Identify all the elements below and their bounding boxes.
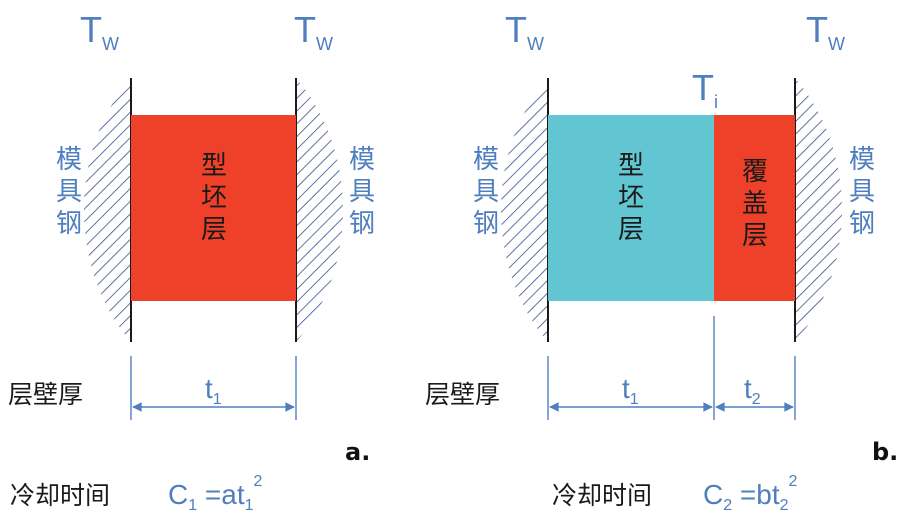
mold-label-right-a-1: 模 — [349, 144, 375, 174]
preform-label-a-2: 坯 — [201, 183, 227, 213]
cooling-time-label-b: 冷却时间 — [552, 481, 652, 510]
tw-right-b: TW — [806, 9, 845, 54]
tw-right-a: TW — [294, 9, 333, 54]
mold-label-right-b-1: 模 — [849, 144, 875, 174]
dim-t1-b: t1 — [622, 373, 639, 408]
mold-label-right-b-2: 具 — [849, 176, 875, 206]
formula-b: C2 =bt22 — [703, 473, 798, 514]
panel-letter-a: a. — [345, 438, 370, 466]
cover-label-b-3: 层 — [742, 221, 768, 251]
wall-thickness-label-b: 层壁厚 — [425, 380, 500, 409]
panel-b: 型 坯 层 覆 盖 层 TW Ti TW 模 具 钢 模 具 钢 t1 — [425, 9, 898, 514]
tw-left-a: TW — [80, 9, 119, 54]
cover-layer-b — [714, 115, 795, 301]
mold-label-left-b-1: 模 — [473, 144, 499, 174]
panel-letter-b: b. — [872, 438, 898, 466]
preform-label-a-1: 型 — [201, 151, 227, 181]
mold-wall-right-b — [795, 78, 842, 342]
mold-label-left-b-3: 钢 — [473, 208, 499, 238]
mold-label-right-a-2: 具 — [349, 176, 375, 206]
mold-label-left-b-2: 具 — [473, 176, 499, 206]
preform-label-b-2: 坯 — [618, 183, 644, 213]
mold-label-right-a-3: 钢 — [349, 208, 375, 238]
mold-wall-left-a — [84, 78, 131, 342]
cover-label-b-1: 覆 — [742, 157, 768, 187]
ti-b: Ti — [692, 67, 718, 112]
mold-wall-left-b — [501, 78, 548, 342]
panel-a: 型 坯 层 TW TW 模 具 钢 模 具 钢 t1 层壁厚 a. 冷却时间 C… — [8, 9, 375, 514]
mold-label-left-a-1: 模 — [56, 144, 82, 174]
preform-label-b-3: 层 — [618, 215, 644, 245]
wall-thickness-label-a: 层壁厚 — [8, 380, 83, 409]
formula-a: C1 =at12 — [168, 473, 263, 514]
mold-label-left-a-2: 具 — [56, 176, 82, 206]
mold-label-left-a-3: 钢 — [56, 208, 82, 238]
dim-t1-a: t1 — [205, 373, 222, 408]
mold-wall-right-a — [296, 78, 343, 342]
preform-layer-a — [131, 115, 296, 301]
tw-left-b: TW — [505, 9, 544, 54]
cover-label-b-2: 盖 — [742, 189, 768, 219]
mold-label-right-b-3: 钢 — [849, 208, 875, 238]
cooling-time-label-a: 冷却时间 — [10, 481, 110, 510]
preform-label-b-1: 型 — [618, 151, 644, 181]
preform-layer-b — [548, 115, 714, 301]
preform-label-a-3: 层 — [201, 215, 227, 245]
dim-t2-b: t2 — [744, 373, 761, 408]
